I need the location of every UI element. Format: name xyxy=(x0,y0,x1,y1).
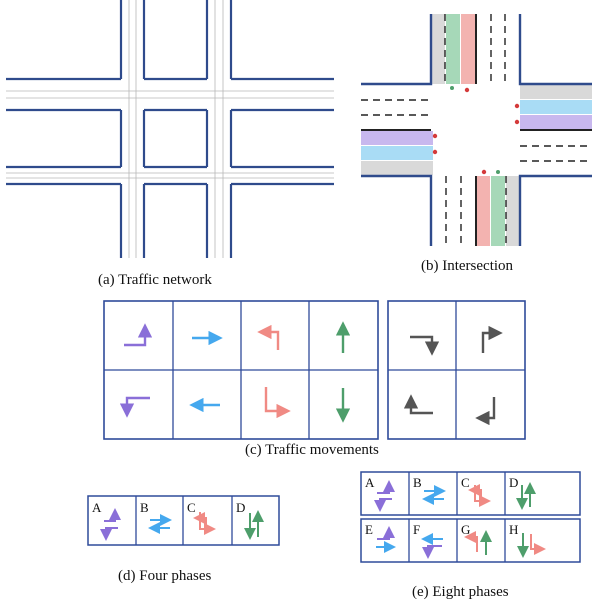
intersection-diagram xyxy=(361,14,592,246)
phase-label: A xyxy=(365,475,375,490)
phase-label: D xyxy=(509,475,518,490)
left-turn-arrow-icon xyxy=(468,484,482,505)
left-turn-arrow-icon xyxy=(124,323,153,347)
right-turn-arrow-icon xyxy=(403,394,433,415)
right-turn-arrow-icon xyxy=(410,335,440,356)
phase-label: F xyxy=(413,522,420,537)
left-turn-arrow-icon xyxy=(199,512,216,535)
left-turn-arrow-icon xyxy=(377,526,395,540)
caption-intersection: (b) Intersection xyxy=(421,258,514,274)
phase-label: C xyxy=(461,475,470,490)
movements-panel-primary xyxy=(103,300,379,440)
left-turn-arrow-icon xyxy=(119,396,150,418)
road-centerlines xyxy=(6,0,334,258)
phase-label: E xyxy=(365,522,373,537)
phase-label: A xyxy=(92,500,102,515)
left-turn-arrow-icon xyxy=(474,485,491,507)
phase-label: G xyxy=(461,522,470,537)
left-turn-arrow-icon xyxy=(193,512,207,533)
phase-label: H xyxy=(509,522,518,537)
movements-panel-right-turns xyxy=(387,300,526,440)
left-turn-arrow-icon xyxy=(377,480,395,494)
phase-label: B xyxy=(413,475,422,490)
right-turn-arrow-icon xyxy=(475,397,496,426)
phase-label: D xyxy=(236,500,245,515)
caption-traffic-movements: (c) Traffic movements xyxy=(245,442,379,458)
caption-eight-phases: (e) Eight phases xyxy=(412,584,509,600)
traffic-network-diagram xyxy=(6,0,334,258)
caption-four-phases: (d) Four phases xyxy=(118,568,212,584)
left-turn-arrow-icon xyxy=(422,545,442,559)
eight-phases-panel: A B C D E F G H xyxy=(360,471,581,563)
caption-traffic-network: (a) Traffic network xyxy=(98,272,212,288)
phase-label: C xyxy=(187,500,196,515)
phase-label: B xyxy=(140,500,149,515)
left-turn-arrow-icon xyxy=(374,498,392,512)
left-turn-arrow-icon xyxy=(104,508,121,522)
left-turn-arrow-icon xyxy=(257,324,280,350)
left-turn-arrow-icon xyxy=(264,387,291,419)
left-turn-arrow-icon xyxy=(100,527,118,541)
left-turn-arrow-icon xyxy=(530,534,546,555)
four-phases-panel: A B C D xyxy=(87,495,280,546)
right-turn-arrow-icon xyxy=(481,325,503,353)
left-turn-arrow-icon xyxy=(464,531,478,552)
